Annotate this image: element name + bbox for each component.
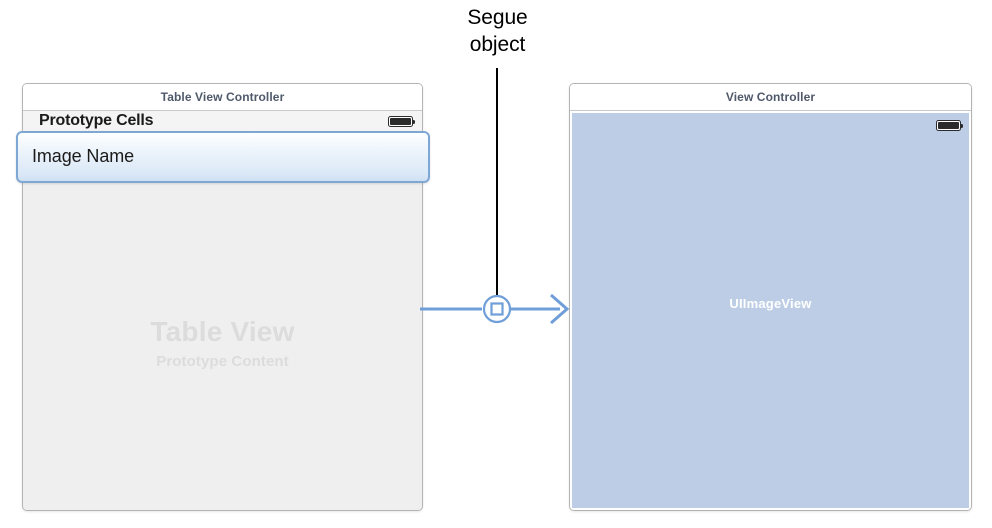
uiimageview[interactable]: UIImageView [572, 113, 969, 508]
scene-title-view-controller: View Controller [570, 84, 971, 111]
uiimageview-label: UIImageView [729, 296, 812, 311]
annotation-leader-line [496, 68, 498, 300]
segue-icon[interactable] [484, 296, 512, 324]
segue-connection[interactable] [420, 288, 575, 334]
scene-view-controller[interactable]: View Controller UIImageView [569, 83, 972, 511]
annotation-segue-object: Segue object [420, 4, 575, 58]
segue-icon-square [490, 302, 504, 316]
annotation-line-2: object [469, 33, 526, 56]
arrow-right-icon [550, 293, 570, 325]
view-controller-root-view: UIImageView [570, 111, 971, 510]
table-view-placeholder-title: Table View [150, 316, 295, 347]
prototype-cell-selected[interactable]: Image Name [16, 131, 430, 183]
table-view-placeholder-subtitle: Prototype Content [156, 353, 289, 370]
prototype-cells-label: Prototype Cells [39, 112, 154, 129]
scene-title-table-view-controller: Table View Controller [23, 84, 422, 111]
table-view-placeholder: Table View Prototype Content [23, 316, 422, 370]
prototype-cells-header: Prototype Cells [23, 111, 422, 134]
battery-icon [388, 116, 416, 127]
prototype-cell-label: Image Name [32, 146, 135, 166]
battery-icon [936, 120, 964, 131]
annotation-line-1: Segue [467, 6, 528, 29]
view-controller-body: UIImageView [570, 111, 971, 510]
